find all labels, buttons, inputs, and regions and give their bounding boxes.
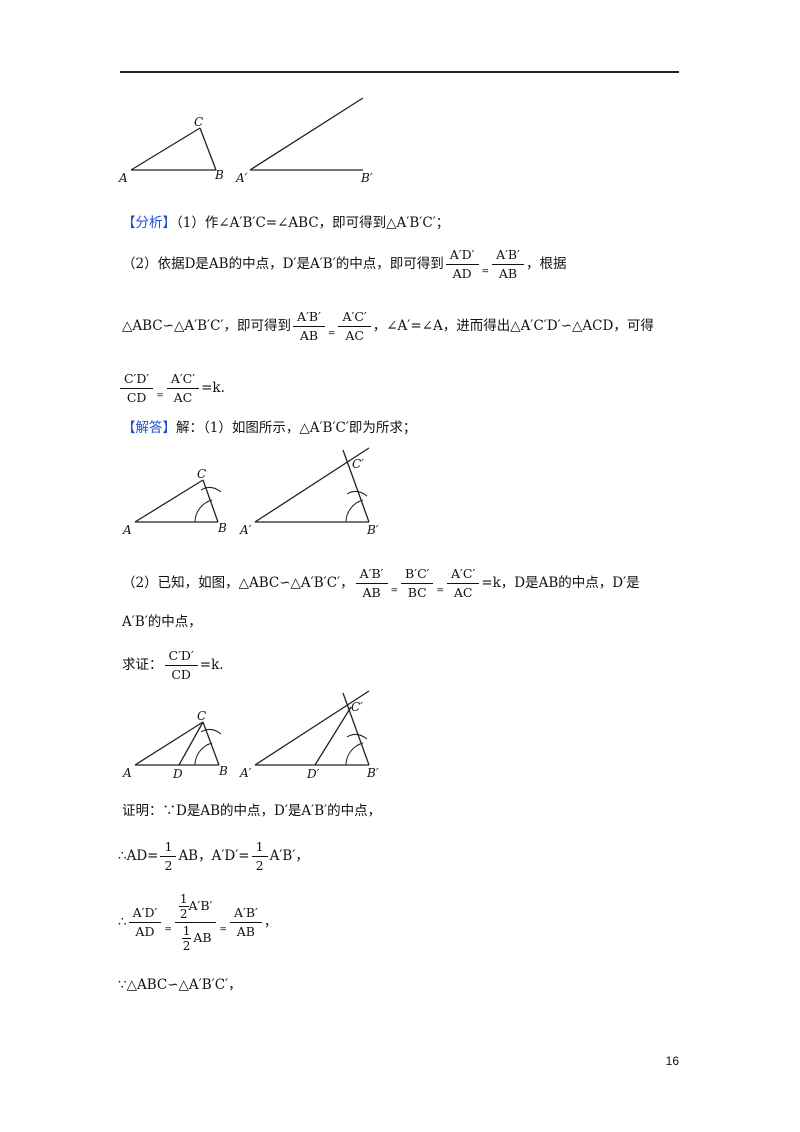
figure-2-construction: A C B A′ C′ B′: [122, 447, 379, 537]
label-A-prime: A′: [235, 171, 248, 185]
proof-line-4: ∵△ABC∽△A′B′C′，: [118, 977, 242, 993]
solution-tag: 【解答】: [122, 420, 176, 436]
label-C-prime: C′: [351, 700, 363, 714]
fraction: A′C′AC: [447, 566, 480, 601]
analysis-line-4: C′D′CD=A′C′AC=k.: [118, 371, 225, 406]
label-D: D: [172, 767, 183, 781]
header-rule: [120, 71, 679, 73]
label-A: A: [122, 766, 132, 780]
page-number: 16: [665, 1054, 679, 1068]
label-B: B: [218, 764, 228, 778]
label-A-prime: A′: [239, 523, 252, 537]
label-B-prime: B′: [366, 523, 379, 537]
proof-line-1: 证明：∵D是AB的中点，D′是A′B′的中点，: [122, 803, 382, 819]
fraction: B′C′BC: [401, 566, 434, 601]
analysis-line-1: 【分析】（1）作∠A′B′C=∠ABC，即可得到△A′B′C′；: [122, 215, 450, 231]
figure-1-triangle-and-angle: A C B A′ B′: [118, 97, 373, 185]
fraction: C′D′CD: [164, 648, 198, 683]
solution-line-3: A′B′的中点，: [122, 614, 202, 630]
label-A: A: [122, 523, 132, 537]
label-B: B: [217, 521, 227, 535]
fraction: A′C′AC: [166, 371, 200, 406]
figure-3-midpoints: A C D B A′ D′ C′ B′: [122, 690, 379, 781]
analysis-tag: 【分析】: [122, 215, 176, 231]
fraction: A′B′AB: [492, 247, 524, 282]
label-B: B: [214, 168, 224, 182]
label-C-prime: C′: [352, 457, 364, 471]
fraction: C′D′CD: [120, 371, 154, 406]
label-A-prime: A′: [239, 766, 252, 780]
fraction: A′C′AC: [338, 309, 371, 344]
label-B-prime: B′: [360, 171, 373, 185]
fraction: A′D′AD: [445, 247, 479, 282]
label-D-prime: D′: [306, 767, 320, 781]
label-A: A: [118, 171, 128, 185]
fraction: A′B′AB: [293, 309, 325, 344]
label-C: C: [194, 115, 203, 129]
solution-line-4: 求证：C′D′CD=k.: [122, 648, 224, 683]
fraction: A′B′AB: [355, 566, 388, 601]
solution-line-1: 【解答】解：（1）如图所示，△A′B′C′即为所求；: [122, 420, 417, 436]
label-C: C: [197, 467, 206, 481]
label-B-prime: B′: [366, 766, 379, 780]
fraction: A′B′AB: [229, 905, 262, 940]
fraction: A′D′AD: [128, 905, 162, 940]
label-C: C: [197, 709, 206, 723]
solution-line-2: （2）已知，如图，△ABC∽△A′B′C′，A′B′AB=B′C′BC=A′C′…: [122, 566, 640, 601]
